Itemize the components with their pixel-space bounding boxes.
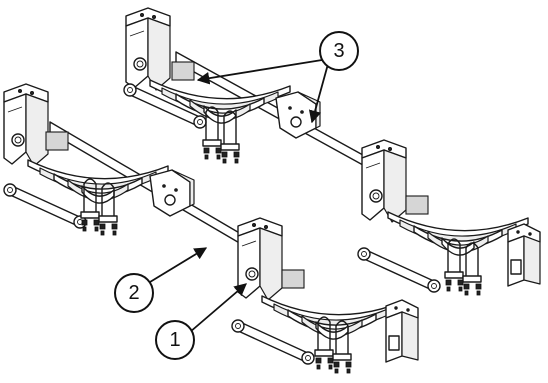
rear-right-shackle-bracket bbox=[507, 223, 541, 287]
front-right-hanger-bracket bbox=[237, 217, 283, 301]
callout-3-label: 3 bbox=[333, 40, 344, 62]
callout-2: 2 bbox=[114, 273, 154, 313]
front-left-hanger-bracket bbox=[3, 83, 49, 167]
front-right-torque-arm bbox=[231, 319, 315, 365]
rear-right-axle-seat bbox=[405, 195, 429, 215]
front-right-axle-seat bbox=[281, 269, 305, 289]
rear-right-torque-arm bbox=[357, 247, 441, 293]
front-right-shackle-bracket bbox=[385, 299, 419, 363]
front-suspension-set bbox=[3, 83, 419, 374]
callout-1-leader bbox=[189, 283, 247, 333]
callout-3-leader-a bbox=[196, 59, 323, 85]
rear-suspension-set bbox=[123, 7, 541, 296]
rear-left-hanger-bracket bbox=[125, 7, 171, 91]
front-left-axle-seat bbox=[45, 131, 69, 151]
callout-3-leader-b bbox=[308, 63, 329, 124]
rear-right-leaf-spring bbox=[387, 211, 529, 256]
front-right-leaf-spring bbox=[261, 295, 403, 340]
callout-3: 3 bbox=[319, 31, 359, 71]
front-left-leaf-spring bbox=[27, 159, 169, 204]
rear-left-axle-seat bbox=[171, 61, 195, 81]
callout-2-label: 2 bbox=[128, 282, 139, 304]
rear-right-hanger-bracket bbox=[361, 139, 407, 223]
callout-1: 1 bbox=[155, 320, 195, 360]
callout-1-label: 1 bbox=[169, 329, 180, 351]
callout-2-leader bbox=[149, 247, 208, 283]
